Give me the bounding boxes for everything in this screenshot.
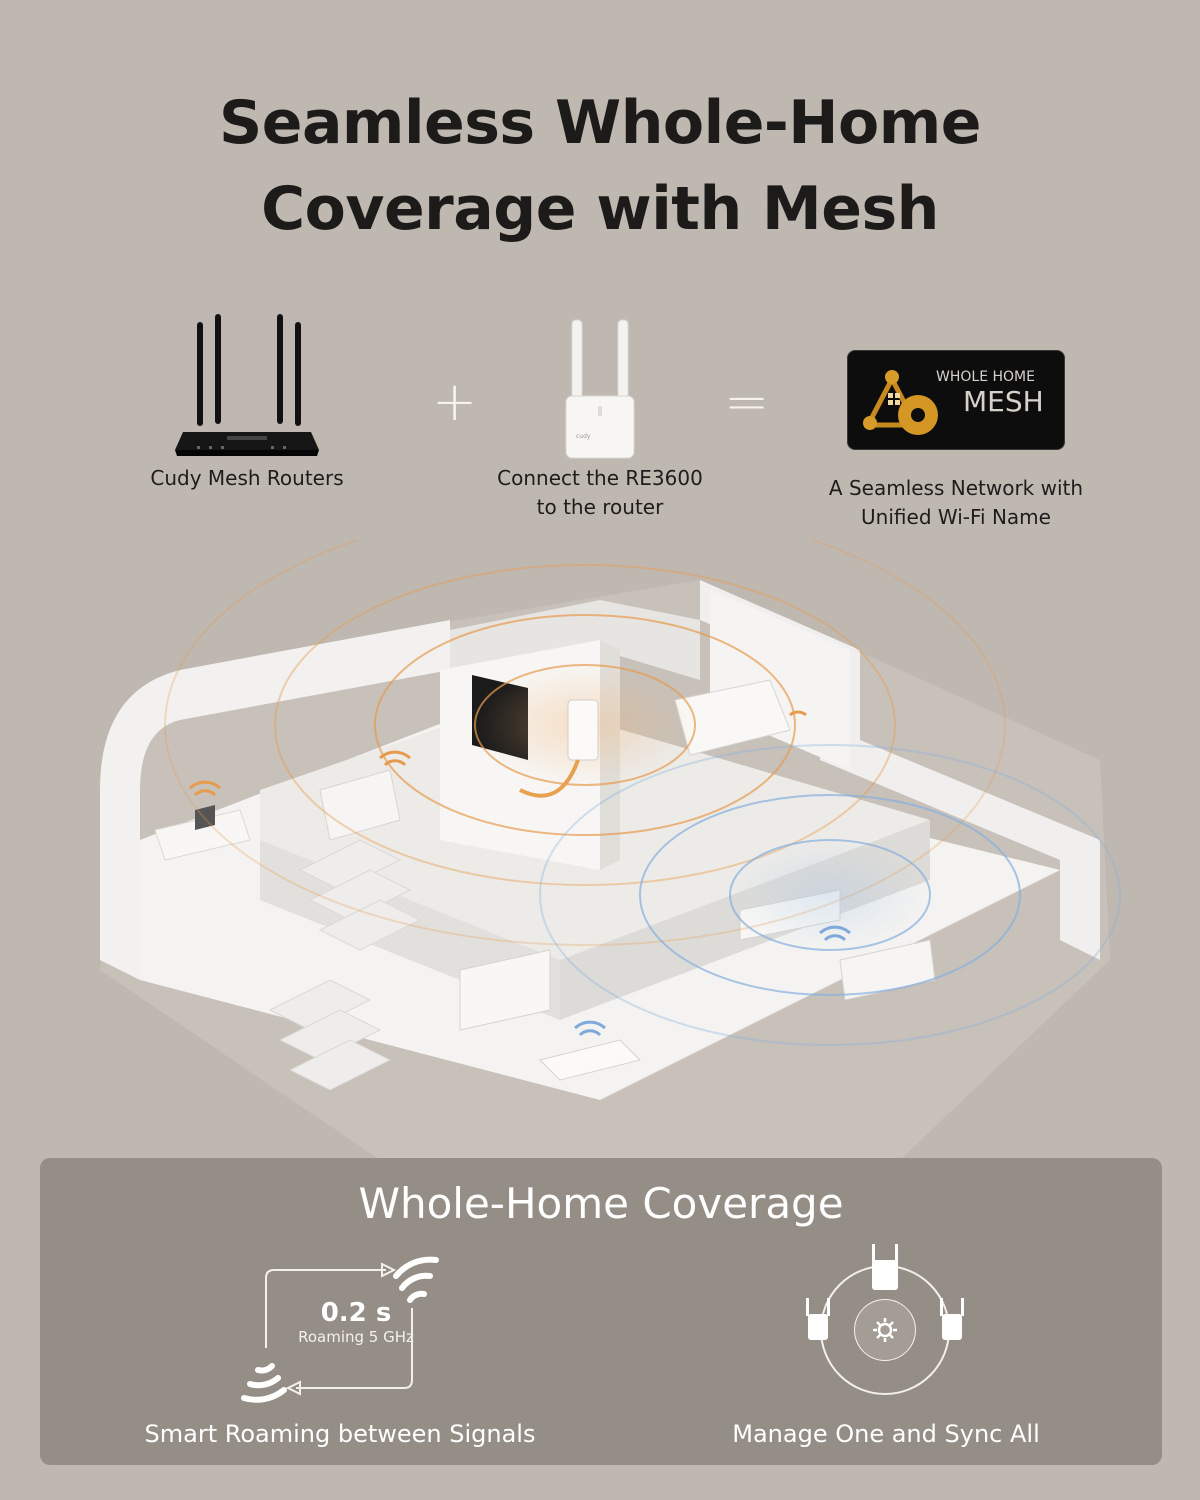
mesh-caption-1: A Seamless Network with <box>828 476 1084 500</box>
extender-caption-1: Connect the RE3600 <box>497 466 703 490</box>
extender-caption-2: to the router <box>536 495 664 519</box>
roaming-arrows-icon <box>241 1256 439 1403</box>
roaming-feature: Smart Roaming between Signals <box>100 1420 580 1448</box>
title-line-2: Coverage with Mesh <box>261 174 939 244</box>
product-equation: Cudy Mesh Routers + cudy Connect the RE3… <box>0 310 1200 540</box>
wifi-icon <box>393 1256 439 1303</box>
blue-signal-waves <box>539 744 1121 1046</box>
mesh-caption-2: Unified Wi-Fi Name <box>861 505 1051 529</box>
roaming-sub: Roaming 5 GHz <box>298 1328 414 1346</box>
gear-icon <box>873 1318 897 1342</box>
mesh-badge: WHOLE HOME MESH <box>847 350 1065 450</box>
mesh-badge-line1: WHOLE HOME <box>936 369 1035 385</box>
sync-feature: Manage One and Sync All <box>646 1420 1126 1448</box>
plus-sign: + <box>432 370 478 433</box>
router-product: Cudy Mesh Routers <box>130 310 364 493</box>
extender-product: cudy Connect the RE3600 to the router <box>480 310 720 522</box>
router-icon <box>175 314 319 456</box>
mesh-badge-line2: MESH <box>963 385 1044 418</box>
coverage-panel: Whole-Home Coverage 0.2 s Roaming 5 GHz … <box>40 1158 1162 1465</box>
roaming-caption: Smart Roaming between Signals <box>144 1420 536 1448</box>
extender-icon: cudy <box>565 319 635 459</box>
mesh-product: WHOLE HOME MESH A Seamless Network with … <box>800 350 1112 532</box>
sync-network-icon <box>806 1244 964 1395</box>
house-illustration <box>100 540 1121 1160</box>
wifi-icon <box>188 710 807 797</box>
equals-sign: = <box>724 370 770 433</box>
page-title: Seamless Whole-Home Coverage with Mesh <box>0 80 1200 252</box>
mesh-logo-icon <box>863 370 938 435</box>
panel-title: Whole-Home Coverage <box>358 1179 844 1228</box>
title-line-1: Seamless Whole-Home <box>219 88 981 158</box>
svg-text:cudy: cudy <box>576 433 591 440</box>
roaming-value: 0.2 s <box>320 1298 392 1328</box>
router-caption: Cudy Mesh Routers <box>150 466 344 490</box>
sync-caption: Manage One and Sync All <box>732 1420 1040 1448</box>
